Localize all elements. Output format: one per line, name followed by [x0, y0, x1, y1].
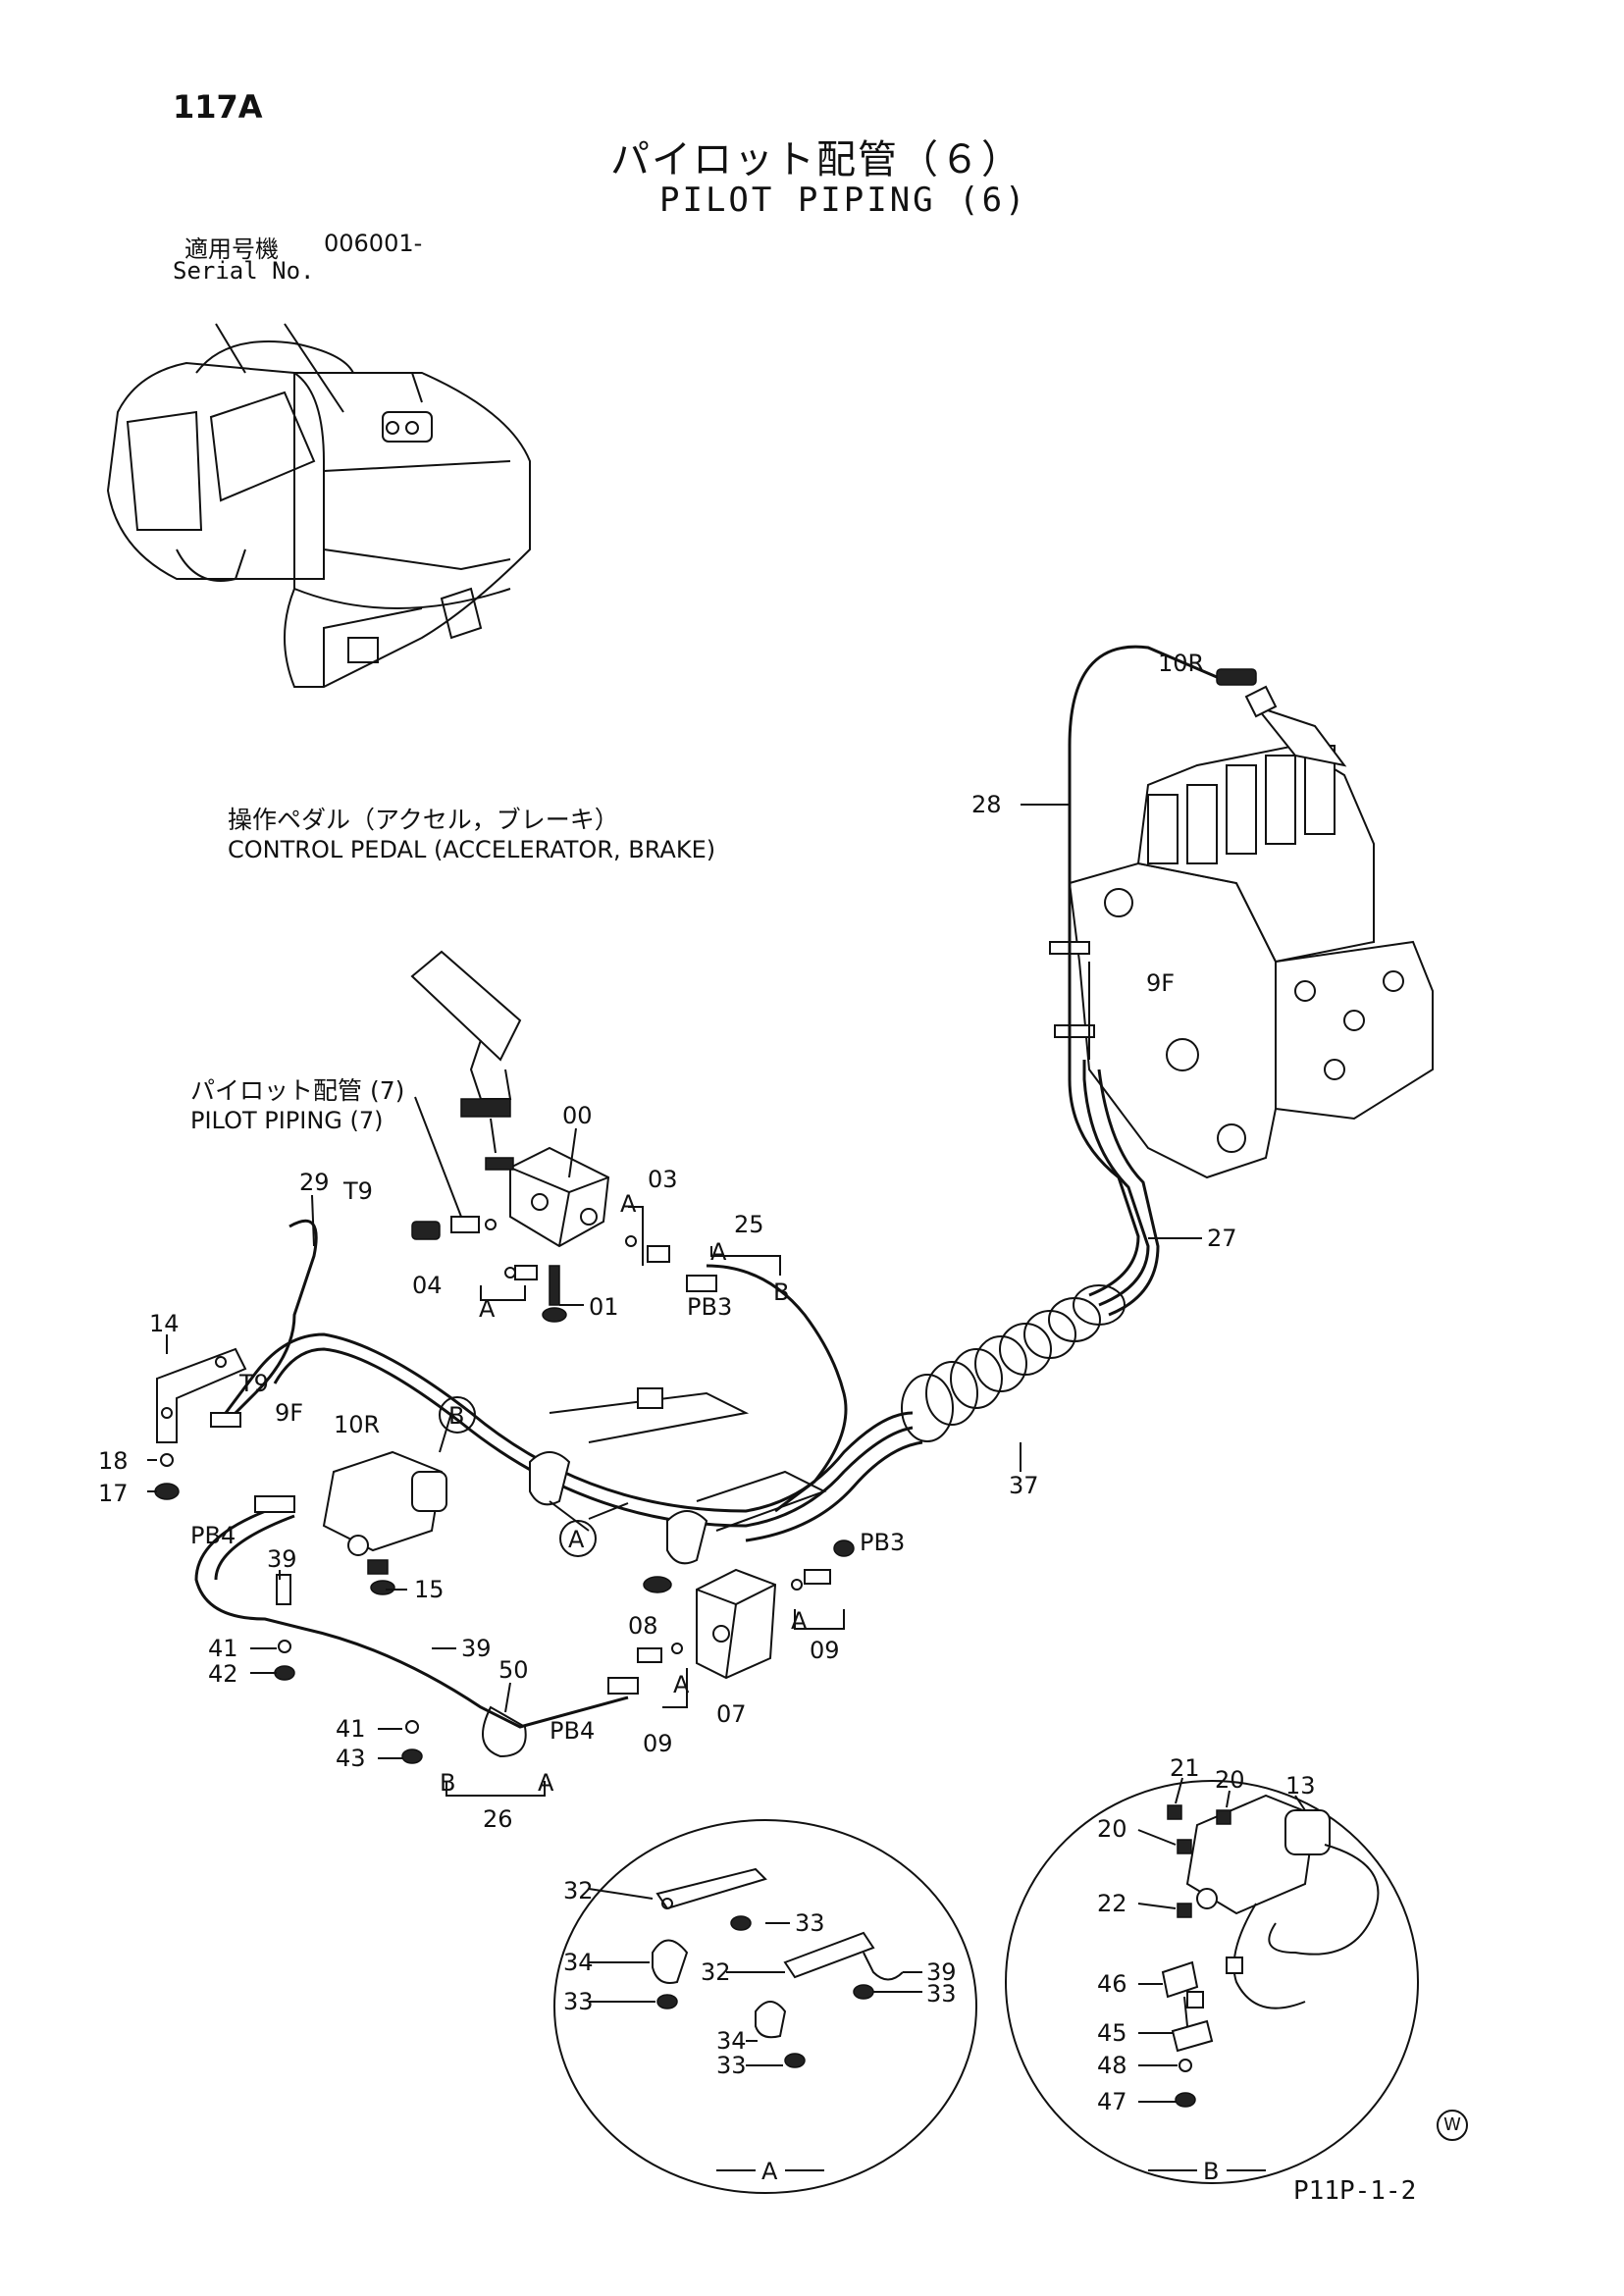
title-japanese: パイロット配管（６）	[610, 137, 1022, 183]
detail-a-part-34-upper: 34	[563, 1949, 594, 1976]
serial-value: 006001-	[324, 230, 423, 257]
part-42: 42	[208, 1660, 238, 1688]
part-14: 14	[149, 1310, 180, 1337]
callout-circle-a	[559, 1520, 597, 1557]
switch-assembly	[322, 1450, 447, 1575]
port-pb3-right: PB3	[860, 1529, 905, 1556]
valve-block-07	[696, 1568, 777, 1680]
part-18: 18	[98, 1447, 129, 1475]
part-17: 17	[98, 1480, 129, 1507]
detail-a-part-33-upper: 33	[795, 1909, 825, 1937]
part-41-lower: 41	[336, 1715, 366, 1743]
detail-b	[1005, 1777, 1419, 2184]
detail-b-part-21: 21	[1170, 1754, 1200, 1782]
part-number-labels: 00 03 25 29 04 01 14 18 17 15 39 39 41 4…	[98, 791, 1316, 2115]
leader-lines	[147, 804, 1202, 1759]
detail-a-label: A	[761, 2158, 778, 2185]
port-9f-valve: 9F	[1146, 969, 1175, 997]
group-letters: A A A A A A B B A B A B	[440, 1190, 1219, 2185]
part-09-right: 09	[810, 1637, 840, 1664]
detail-b-part-22: 22	[1097, 1890, 1127, 1917]
part-04: 04	[412, 1272, 443, 1299]
port-10r-valve: 10R	[1158, 650, 1204, 677]
part-03: 03	[648, 1166, 678, 1193]
part-39-lower: 39	[461, 1635, 492, 1662]
port-labels: T9 T9 9F 10R 10R 9F PB3 PB3 PB4 PB4	[190, 650, 1204, 1745]
part-37: 37	[1009, 1472, 1039, 1499]
part-26: 26	[483, 1805, 513, 1833]
callout-letter-a: A	[568, 1526, 585, 1553]
detail-a-part-34-lower: 34	[716, 2027, 747, 2055]
drawing-code: P11P-1-2	[1293, 2176, 1417, 2206]
coil-hose	[901, 1284, 1126, 1442]
port-t9-upper: T9	[342, 1177, 373, 1205]
clamp-50	[482, 1705, 527, 1758]
title-english: PILOT PIPING (6)	[659, 181, 1028, 220]
excavator-overview	[106, 323, 531, 688]
bracket-lines	[445, 1206, 845, 1797]
watermark-mark: W	[1437, 2110, 1468, 2141]
port-pb3-upper: PB3	[687, 1293, 732, 1321]
part-29: 29	[299, 1169, 330, 1196]
part-27: 27	[1207, 1225, 1237, 1252]
detail-a-part-32-upper: 32	[563, 1877, 594, 1905]
detail-b-part-20-lower: 20	[1097, 1815, 1127, 1843]
control-valve-assembly	[1049, 685, 1434, 1179]
group-a-09-right: A	[791, 1607, 808, 1635]
port-pb4-lower: PB4	[550, 1717, 595, 1745]
detail-b-part-46: 46	[1097, 1970, 1127, 1998]
detail-a-part-33-right: 33	[926, 1980, 957, 2008]
detail-b-part-47: 47	[1097, 2088, 1127, 2115]
bracket-14	[156, 1347, 247, 1443]
port-t9-lower: T9	[238, 1370, 269, 1397]
part-28: 28	[971, 791, 1002, 818]
detail-a-part-33-left: 33	[563, 1988, 594, 2015]
group-b-26: B	[440, 1769, 455, 1797]
part-15: 15	[414, 1576, 445, 1603]
callout-letter-b: B	[448, 1402, 464, 1430]
group-a-03: A	[620, 1190, 637, 1218]
part-43: 43	[336, 1745, 366, 1772]
detail-a-part-39: 39	[926, 1958, 957, 1986]
pedal-support	[529, 1387, 827, 1565]
detail-b-part-45: 45	[1097, 2019, 1127, 2047]
group-a-26: A	[538, 1769, 554, 1797]
port-10r-left: 10R	[334, 1411, 380, 1438]
part-25: 25	[734, 1211, 764, 1238]
part-39-upper: 39	[267, 1545, 297, 1573]
port-9f-left: 9F	[275, 1399, 303, 1427]
detail-b-label: B	[1203, 2158, 1219, 2185]
valve-block-00	[485, 1146, 610, 1248]
part-50: 50	[498, 1656, 529, 1684]
control-pedal-label-japanese: 操作ペダル（アクセル，ブレーキ）	[228, 806, 619, 834]
detail-b-part-48: 48	[1097, 2052, 1127, 2079]
detail-b-part-20-upper: 20	[1215, 1766, 1245, 1794]
part-00: 00	[562, 1102, 593, 1129]
detail-a	[553, 1819, 977, 2194]
part-08: 08	[628, 1612, 658, 1640]
detail-a-part-32-lower: 32	[701, 1958, 731, 1986]
part-01: 01	[589, 1293, 619, 1321]
fittings	[154, 1216, 855, 1764]
serial-label-japanese: 適用号機	[184, 235, 279, 263]
control-pedal-label-english: CONTROL PEDAL (ACCELERATOR, BRAKE)	[228, 836, 716, 863]
detail-a-part-33-lower: 33	[716, 2052, 747, 2079]
control-pedal	[410, 950, 522, 1154]
part-09-left: 09	[643, 1730, 673, 1757]
pilot-piping7-label-japanese: パイロット配管 (7)	[190, 1076, 405, 1105]
group-a-25: A	[710, 1238, 727, 1266]
detail-b-part-13: 13	[1285, 1772, 1316, 1800]
part-41-upper: 41	[208, 1635, 238, 1662]
port-pb4-left: PB4	[190, 1522, 236, 1549]
group-a-04: A	[479, 1295, 496, 1323]
group-a-09-left: A	[673, 1671, 690, 1698]
group-b-25: B	[773, 1278, 789, 1306]
pilot-piping7-label-english: PILOT PIPING (7)	[190, 1107, 384, 1134]
part-07: 07	[716, 1700, 747, 1728]
page-number: 117A	[173, 88, 263, 126]
serial-label-english: Serial No.	[173, 257, 315, 285]
callout-circle-b	[439, 1396, 476, 1434]
hose-routing	[194, 645, 1257, 1729]
